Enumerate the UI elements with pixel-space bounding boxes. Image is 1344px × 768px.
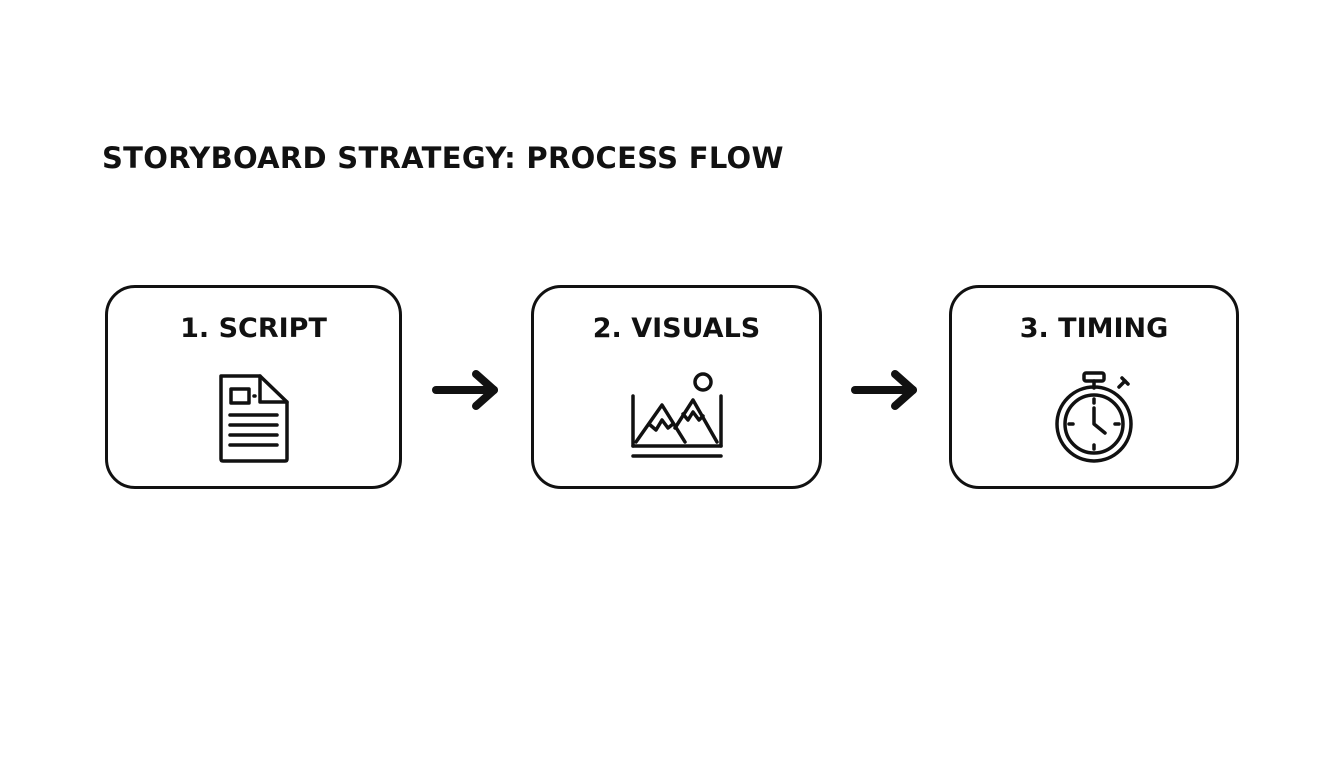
stopwatch-icon [1044, 370, 1144, 466]
step-visuals-label: 2. VISUALS [592, 313, 761, 344]
arrow-right-icon [849, 366, 921, 414]
step-script-box: 1. SCRIPT [105, 285, 402, 489]
step-visuals-box: 2. VISUALS [531, 285, 822, 489]
step-timing-label: 3. TIMING [1019, 313, 1169, 344]
landscape-image-icon [627, 370, 727, 466]
step-script-label: 1. SCRIPT [180, 313, 327, 344]
step-timing-box: 3. TIMING [949, 285, 1239, 489]
page-title: STORYBOARD STRATEGY: PROCESS FLOW [102, 141, 784, 175]
arrow-right-icon [430, 366, 502, 414]
document-icon [204, 370, 304, 466]
